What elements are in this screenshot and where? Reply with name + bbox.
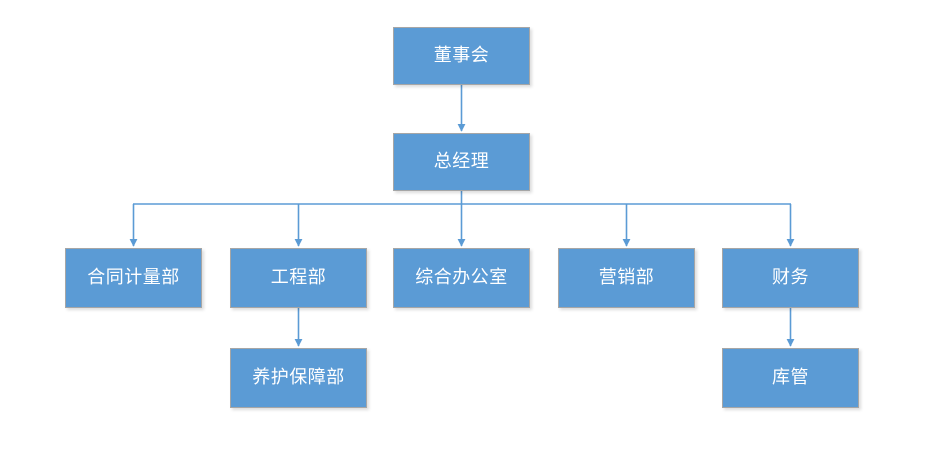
org-node-label: 营销部: [598, 267, 655, 289]
org-node-maintenance[interactable]: 养护保障部: [230, 348, 367, 408]
org-node-contract[interactable]: 合同计量部: [65, 248, 202, 308]
org-node-label: 养护保障部: [252, 367, 345, 389]
org-node-label: 合同计量部: [87, 267, 180, 289]
org-node-gm[interactable]: 总经理: [393, 133, 530, 191]
org-node-engineering[interactable]: 工程部: [230, 248, 367, 308]
org-node-label: 董事会: [433, 45, 490, 67]
org-node-finance[interactable]: 财务: [722, 248, 859, 308]
org-node-label: 财务: [772, 267, 809, 289]
org-node-label: 总经理: [433, 151, 490, 173]
org-node-label: 综合办公室: [415, 267, 508, 289]
org-node-label: 库管: [772, 367, 809, 389]
org-node-office[interactable]: 综合办公室: [393, 248, 530, 308]
org-node-label: 工程部: [270, 267, 327, 289]
org-node-board[interactable]: 董事会: [393, 27, 530, 85]
org-node-warehouse[interactable]: 库管: [722, 348, 859, 408]
org-node-marketing[interactable]: 营销部: [558, 248, 695, 308]
